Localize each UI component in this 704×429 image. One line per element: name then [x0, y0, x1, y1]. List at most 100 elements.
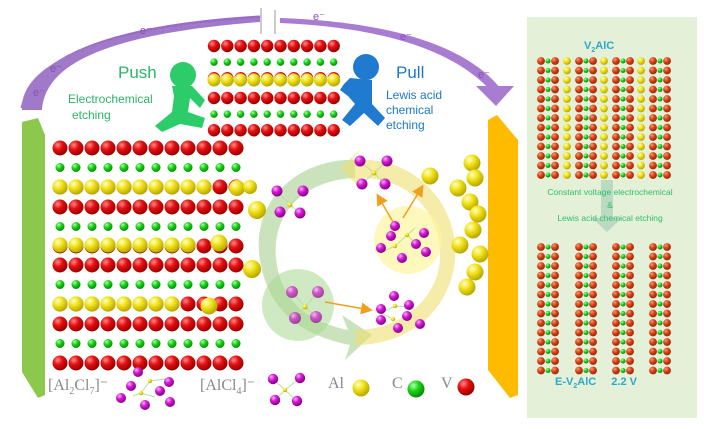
vanadium-atom [663, 66, 671, 75]
chlorine-atom [310, 311, 322, 323]
vanadium-atom [164, 316, 180, 332]
electron-label: e⁻ [478, 69, 490, 81]
carbon-atom [657, 339, 663, 345]
vanadium-atom [261, 124, 274, 137]
vanadium-atom [261, 91, 274, 105]
carbon-atom [135, 339, 145, 348]
vanadium-atom [589, 114, 597, 122]
chlorine-atom [294, 207, 306, 219]
carbon-atom [71, 280, 81, 289]
aluminum-atom [600, 142, 608, 151]
vanadium-atom [537, 76, 545, 84]
vanadium-atom [612, 328, 620, 337]
carbon-atom [316, 58, 325, 66]
carbon-atom [276, 110, 285, 118]
vanadium-atom [626, 319, 634, 327]
aluminum-atom [563, 123, 571, 132]
carbon-atom [657, 162, 663, 169]
pull-figure-icon [340, 54, 385, 126]
aluminum-atom [210, 234, 228, 252]
carbon-atom [657, 291, 663, 298]
vanadium-atom [575, 114, 583, 122]
aluminum-atom [563, 114, 571, 122]
vanadium-atom [663, 161, 671, 170]
vanadium-atom [626, 243, 634, 251]
carbon-atom [657, 67, 663, 74]
carbon-atom [620, 301, 626, 307]
carbon-atom [103, 222, 113, 231]
e-v2alc-label: E-V2AlC 2.2 V [555, 376, 637, 391]
vanadium-atom [274, 124, 287, 137]
carbon-atom [71, 163, 81, 172]
vanadium-atom [537, 290, 545, 299]
vanadium-atom [551, 262, 559, 270]
carbon-atom [545, 124, 551, 131]
carbon-atom [250, 110, 258, 118]
carbon-atom [583, 282, 589, 288]
vanadium-atom [551, 309, 559, 318]
vanadium-atom [68, 257, 84, 273]
vanadium-atom [228, 238, 244, 254]
carbon-atom [231, 280, 241, 289]
vanadium-atom [626, 271, 634, 280]
pull-subtitle-line3: etching [386, 118, 425, 132]
bond [149, 378, 166, 382]
aluminum-atom [600, 114, 608, 122]
aluminum-atom [234, 73, 248, 87]
carbon-atom [583, 348, 589, 355]
vanadium-atom [649, 161, 657, 170]
process-line1: Constant voltage electrochemical [547, 187, 673, 197]
vanadium-atom [327, 39, 340, 53]
carbon-atom [657, 263, 663, 269]
carbon-atom [620, 172, 626, 178]
aluminum-atom [138, 390, 144, 396]
vanadium-atom [612, 309, 620, 318]
vanadium-atom [537, 338, 545, 346]
reaction-arrow-3 [402, 184, 424, 219]
cycle-arrow-yellow [340, 148, 456, 345]
process-line3: Lewis acid chemical etching [557, 213, 663, 223]
vanadium-atom [663, 290, 671, 299]
aluminum-atom [404, 232, 410, 238]
right-electrode [488, 115, 518, 398]
vanadium-atom [575, 271, 583, 280]
vanadium-atom [649, 281, 657, 289]
bond [140, 380, 151, 394]
vanadium-atom [575, 309, 583, 318]
vanadium-atom [537, 347, 545, 356]
carbon-atom [545, 348, 551, 355]
carbon-atom [151, 163, 161, 172]
vanadium-atom [180, 296, 196, 312]
aluminum-atom [207, 73, 221, 87]
aluminum-atom [274, 73, 287, 87]
carbon-atom [55, 163, 65, 172]
vanadium-atom [234, 39, 247, 53]
vanadium-atom [68, 316, 84, 332]
vanadium-atom [148, 140, 164, 156]
vanadium-atom [196, 199, 212, 215]
vanadium-atom [589, 57, 597, 65]
vanadium-atom [537, 252, 545, 261]
vanadium-atom [612, 347, 620, 356]
pull-subtitle-line2: chemical [386, 103, 434, 117]
carbon-atom [583, 329, 589, 336]
aluminum-atom [563, 85, 571, 94]
carbon-atom [87, 163, 97, 172]
carbon-atom [620, 143, 626, 150]
aluminum-atom [464, 221, 482, 239]
v2alc-title: V2AlC [584, 40, 615, 55]
external-circuit-band-right [280, 18, 500, 92]
carbon-atom [620, 263, 626, 269]
aluminum-atom [463, 154, 481, 172]
chlorine-atom [354, 155, 366, 167]
vanadium-atom [663, 357, 671, 365]
carbon-atom [316, 110, 325, 118]
carbon-atom [167, 280, 177, 289]
aluminum-atom [282, 387, 288, 393]
aluminum-atom [600, 161, 608, 170]
push-label: Push [118, 63, 157, 82]
vanadium-atom [649, 76, 657, 84]
push-subtitle-line1: Electrochemical [68, 92, 153, 106]
vanadium-atom [551, 366, 559, 375]
aluminum-atom [302, 304, 308, 310]
